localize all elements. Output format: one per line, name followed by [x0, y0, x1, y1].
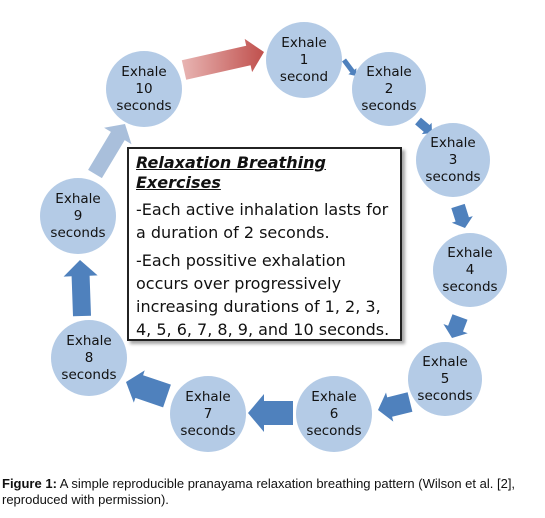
node-circle — [51, 320, 127, 396]
node-label-line: 7 — [204, 406, 213, 422]
node-label-line: seconds — [306, 423, 361, 439]
figure-caption: Figure 1: A simple reproducible pranayam… — [2, 476, 542, 508]
node-label-line: seconds — [361, 98, 416, 114]
node-label-line: 1 — [300, 52, 309, 68]
arrow-6-to-7 — [248, 394, 293, 432]
node-label-line: 8 — [85, 350, 94, 366]
arrow-2-to-3 — [415, 117, 432, 135]
node-label-line: Exhale — [430, 135, 475, 151]
arrows-layer — [63, 38, 473, 432]
node-label-line: 5 — [441, 371, 450, 387]
node-label-line: Exhale — [121, 64, 166, 80]
node-label-line: 9 — [74, 208, 83, 224]
arrow-3-to-4 — [451, 203, 473, 228]
node-label-line: 3 — [449, 152, 458, 168]
node-label-line: seconds — [50, 225, 105, 241]
node-label-line: seconds — [417, 388, 472, 404]
node-label-line: 6 — [330, 406, 339, 422]
box-inhalation-text: -Each active inhalation lasts for a dura… — [136, 200, 389, 242]
node-label-line: Exhale — [422, 354, 467, 370]
node-label-line: 10 — [135, 81, 152, 97]
node-label-line: Exhale — [185, 389, 230, 405]
node-circle — [416, 123, 490, 197]
node-label-line: 2 — [385, 81, 394, 97]
node-label-line: Exhale — [447, 245, 492, 261]
node-label-line: seconds — [425, 169, 480, 185]
node-label-line: seconds — [61, 367, 116, 383]
box-exhalation-text: -Each possitive exhalation occurs over p… — [136, 251, 390, 339]
node-circle — [296, 376, 372, 452]
node-label-line: Exhale — [311, 389, 356, 405]
node-circle — [106, 51, 182, 127]
node-label-line: second — [280, 69, 328, 85]
arrow-7-to-8 — [126, 370, 171, 408]
arrow-10-to-1 — [181, 38, 264, 80]
node-circle — [266, 22, 342, 98]
caption-text: A simple reproducible pranayama relaxati… — [2, 476, 516, 507]
relaxation-box: Relaxation Breathing Exercises -Each act… — [127, 147, 402, 341]
node-circle — [40, 178, 116, 254]
node-label-line: seconds — [442, 279, 497, 295]
node-label-line: Exhale — [55, 191, 100, 207]
node-label-line: Exhale — [66, 333, 111, 349]
node-circle — [170, 376, 246, 452]
caption-label: Figure 1: — [2, 476, 57, 491]
arrow-4-to-5 — [443, 314, 468, 338]
arrow-5-to-6 — [378, 392, 413, 422]
node-circle — [408, 342, 482, 416]
arrow-8-to-9 — [63, 260, 98, 317]
arrow-1-to-2 — [342, 58, 357, 76]
node-label-line: seconds — [116, 98, 171, 114]
node-label-line: 4 — [466, 262, 475, 278]
node-label-line: seconds — [180, 423, 235, 439]
node-label-line: Exhale — [281, 35, 326, 51]
arrow-9-to-10 — [88, 124, 132, 179]
box-title: Relaxation Breathing Exercises — [136, 153, 326, 192]
node-circle — [433, 233, 507, 307]
node-circle — [352, 52, 426, 126]
node-label-line: Exhale — [366, 64, 411, 80]
